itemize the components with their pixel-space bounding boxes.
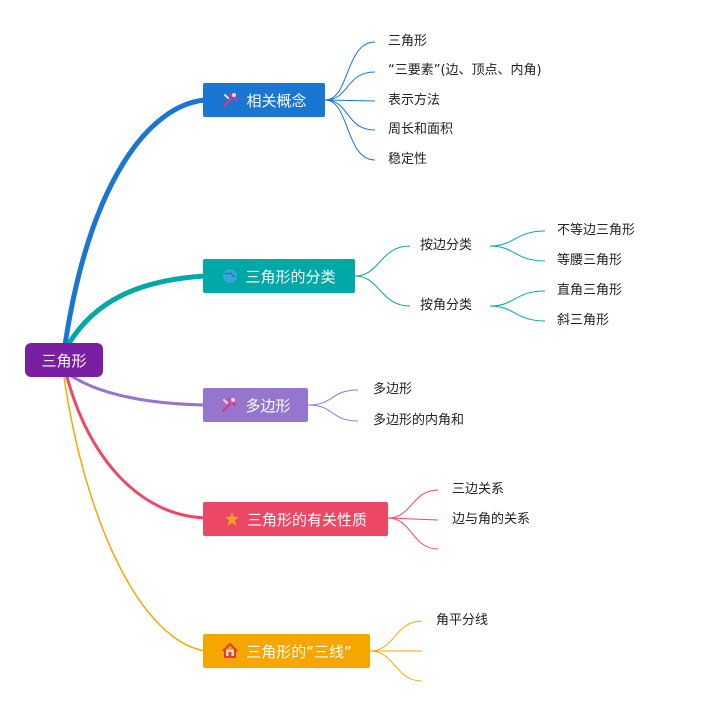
root-label: 三角形 bbox=[41, 351, 87, 370]
branch-label: 三角形的“三线” bbox=[246, 642, 352, 661]
sub-node[interactable]: 按角分类 bbox=[420, 298, 473, 313]
leaf-node[interactable]: 边与角的关系 bbox=[452, 512, 531, 527]
home-icon bbox=[221, 642, 239, 660]
leaf-node[interactable]: 等腰三角形 bbox=[557, 253, 623, 268]
leaf-node[interactable]: 角平分线 bbox=[436, 613, 489, 628]
branch-node-three-lines[interactable]: 三角形的“三线” bbox=[203, 634, 370, 668]
branch-node-classification[interactable]: 三角形的分类 bbox=[203, 259, 355, 293]
branch-label: 三角形的分类 bbox=[245, 267, 336, 286]
leaf-node[interactable]: 多边形 bbox=[373, 382, 413, 397]
tools-icon bbox=[220, 396, 238, 414]
branch-label: 三角形的有关性质 bbox=[246, 510, 367, 529]
leaf-node[interactable]: 直角三角形 bbox=[557, 283, 623, 298]
leaf-node[interactable]: 稳定性 bbox=[388, 152, 428, 167]
branch-node-properties[interactable]: 三角形的有关性质 bbox=[203, 502, 388, 536]
branch-label: 相关概念 bbox=[246, 91, 307, 110]
leaf-node[interactable]: 斜三角形 bbox=[557, 313, 610, 328]
leaf-node[interactable]: 不等边三角形 bbox=[557, 223, 636, 238]
leaf-node[interactable]: 三角形 bbox=[388, 34, 428, 49]
branch-node-polygon[interactable]: 多边形 bbox=[203, 388, 308, 422]
branch-label: 多边形 bbox=[245, 396, 291, 415]
leaf-node[interactable]: 周长和面积 bbox=[388, 122, 454, 137]
leaf-node[interactable]: 多边形的内角和 bbox=[373, 413, 465, 428]
leaf-node[interactable]: “三要素”(边、顶点、内角) bbox=[388, 63, 542, 78]
branch-node-concepts[interactable]: 相关概念 bbox=[203, 83, 325, 117]
star-icon bbox=[224, 511, 240, 527]
sub-node[interactable]: 按边分类 bbox=[420, 238, 473, 253]
root-node[interactable]: 三角形 bbox=[25, 343, 103, 377]
leaf-node[interactable]: 三边关系 bbox=[452, 482, 505, 497]
globe-icon bbox=[222, 268, 238, 284]
tools-icon bbox=[221, 91, 239, 109]
leaf-node[interactable]: 表示方法 bbox=[388, 93, 441, 108]
